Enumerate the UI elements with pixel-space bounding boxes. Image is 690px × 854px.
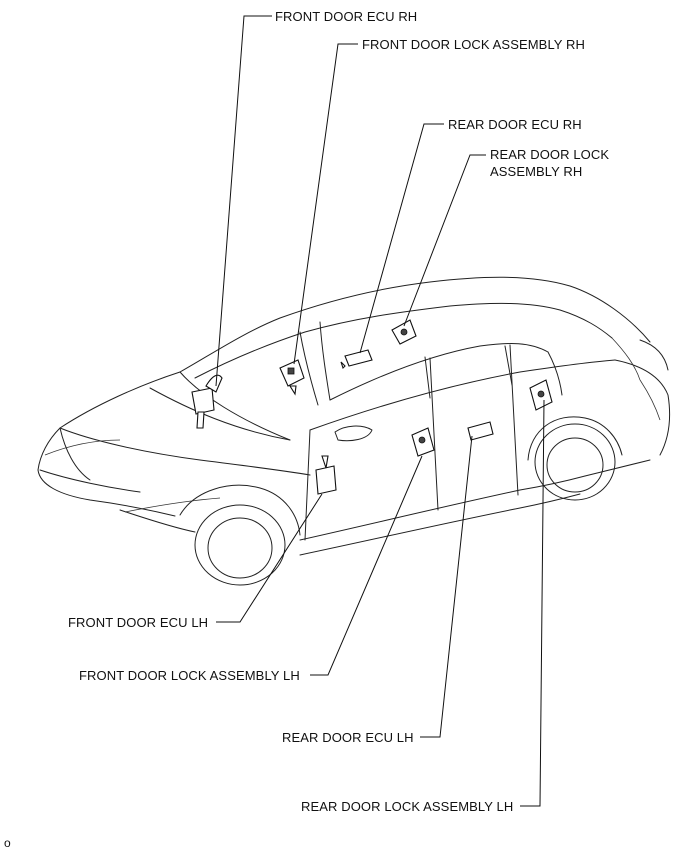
leader-rear-door-ecu-rh [359,123,444,354]
rear-door-lock-assembly-lh-part [529,379,553,411]
leader-front-door-lock-assembly-lh [310,455,423,676]
leader-lines [215,15,545,807]
leader-rear-door-lock-assembly-lh [520,399,545,807]
rear-door-ecu-rh-part [340,349,373,370]
leader-rear-door-ecu-lh [420,435,473,738]
label-rear-door-ecu-lh: REAR DOOR ECU LH [282,730,414,745]
front-door-lock-assembly-lh-part [411,427,435,457]
label-front-door-ecu-rh: FRONT DOOR ECU RH [275,9,418,24]
front-door-lock-assembly-rh-part [279,359,305,396]
car-outline [37,276,671,586]
front-door-ecu-lh-part [315,455,337,495]
leader-front-door-ecu-rh [215,15,272,387]
rear-door-ecu-lh-part [467,421,494,441]
front-door-ecu-rh-part [191,374,223,429]
label-front-door-lock-assembly-rh: FRONT DOOR LOCK ASSEMBLY RH [362,37,586,52]
rear-door-lock-assembly-rh-part [391,319,417,345]
label-rear-door-ecu-rh: REAR DOOR ECU RH [448,117,582,132]
leader-front-door-ecu-lh [216,493,323,623]
label-front-door-ecu-lh: FRONT DOOR ECU LH [68,615,209,630]
leader-front-door-lock-assembly-rh [293,43,358,365]
label-rear-door-lock-assembly-lh: REAR DOOR LOCK ASSEMBLY LH [301,799,514,814]
leader-rear-door-lock-assembly-rh [403,154,486,327]
figure-id: o [4,836,11,850]
label-rear-door-lock-assembly-rh: REAR DOOR LOCK ASSEMBLY RH [490,147,610,179]
label-front-door-lock-assembly-lh: FRONT DOOR LOCK ASSEMBLY LH [79,668,300,683]
